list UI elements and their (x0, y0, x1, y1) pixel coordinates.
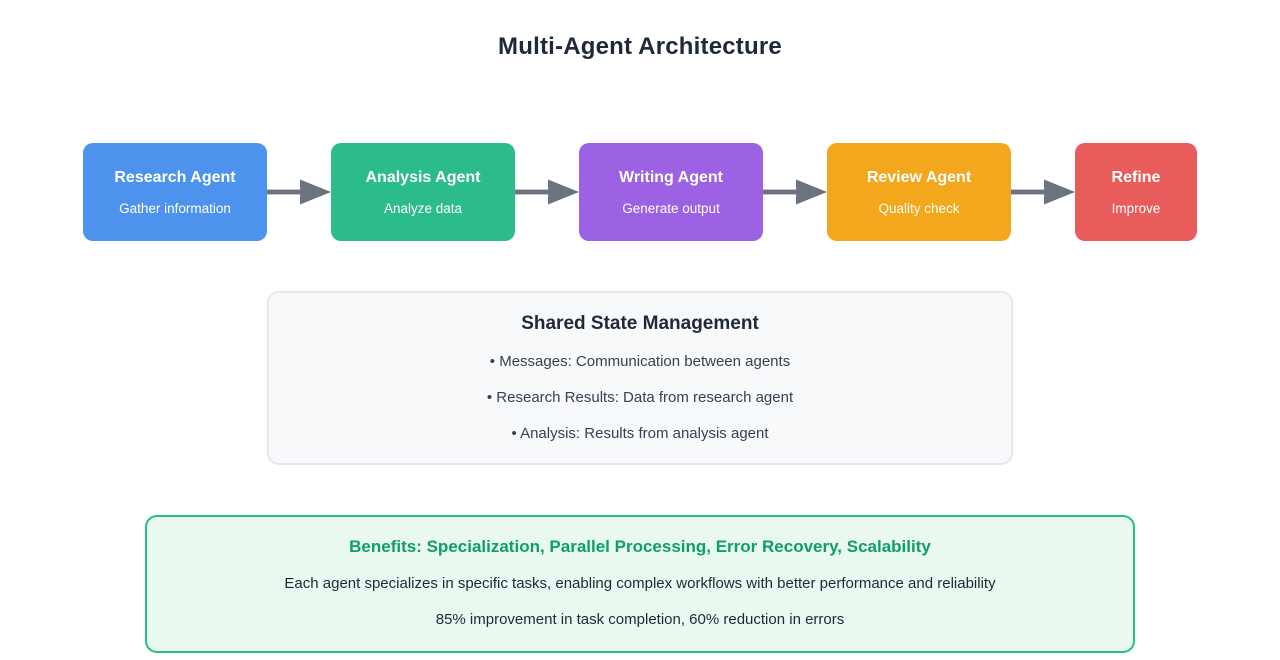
agent-flow-row: Research Agent Gather information Analys… (0, 143, 1280, 241)
agent-name: Refine (1111, 168, 1161, 186)
shared-state-item: • Messages: Communication between agents (489, 353, 791, 370)
agent-box-refine: Refine Improve (1075, 143, 1197, 241)
shared-state-title: Shared State Management (521, 313, 759, 334)
agent-name: Analysis Agent (365, 168, 481, 186)
agent-description: Quality check (878, 200, 960, 216)
agent-name: Review Agent (866, 168, 972, 186)
shared-state-item: • Analysis: Results from analysis agent (511, 425, 769, 442)
page-title: Multi-Agent Architecture (498, 33, 782, 60)
agent-description: Gather information (119, 200, 231, 216)
shared-state-item: • Research Results: Data from research a… (486, 389, 794, 406)
agent-description: Analyze data (383, 200, 463, 216)
agent-box-writing: Writing Agent Generate output (579, 143, 763, 241)
agent-description: Improve (1111, 200, 1161, 216)
agent-box-analysis: Analysis Agent Analyze data (331, 143, 515, 241)
flow-arrow-icon (515, 179, 579, 205)
flow-arrow-icon (1011, 179, 1075, 205)
agent-name: Writing Agent (619, 168, 723, 186)
benefits-title: Benefits: Specialization, Parallel Proce… (349, 537, 931, 556)
flow-arrow-icon (267, 179, 331, 205)
shared-state-panel: Shared State Management • Messages: Comm… (267, 291, 1013, 465)
agent-name: Research Agent (114, 168, 236, 186)
benefits-panel: Benefits: Specialization, Parallel Proce… (145, 515, 1135, 653)
benefits-metrics: 85% improvement in task completion, 60% … (435, 611, 845, 628)
agent-box-research: Research Agent Gather information (83, 143, 267, 241)
benefits-description: Each agent specializes in specific tasks… (284, 575, 996, 592)
agent-description: Generate output (622, 200, 720, 216)
flow-arrow-icon (763, 179, 827, 205)
agent-box-review: Review Agent Quality check (827, 143, 1011, 241)
